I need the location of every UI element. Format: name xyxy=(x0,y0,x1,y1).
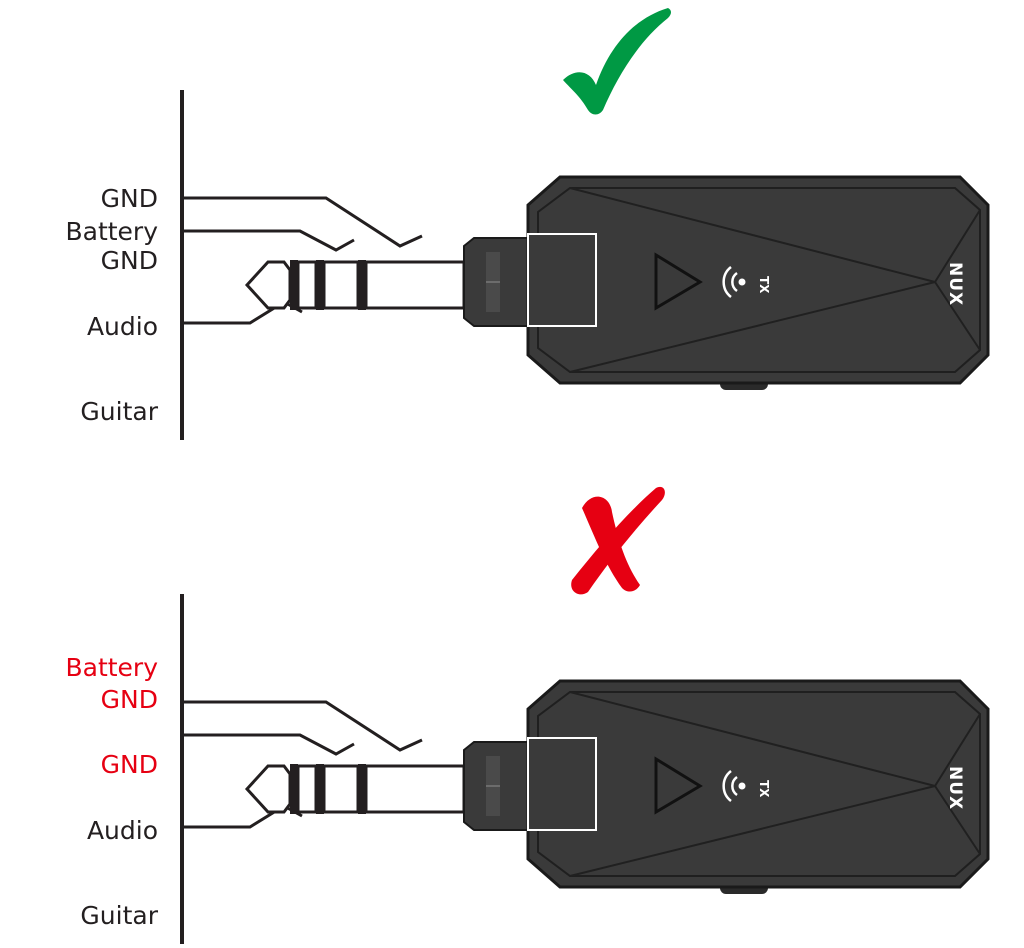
wireless-signal-icon xyxy=(722,770,746,802)
label-battery-gnd: GND xyxy=(101,685,158,714)
label-audio: Audio xyxy=(87,816,158,845)
label-guitar: Guitar xyxy=(80,901,158,930)
jack-plug-wiring xyxy=(180,88,466,442)
jack-plug-wiring-incorrect xyxy=(180,592,466,946)
incorrect-wiring-panel: TX NUX Battery GND GND Audio Guitar xyxy=(65,486,990,946)
transmitter-device xyxy=(462,175,990,392)
nux-logo: NUX xyxy=(945,262,965,306)
wireless-signal-icon xyxy=(722,266,746,298)
label-gnd: GND xyxy=(101,750,158,779)
nux-logo: NUX xyxy=(945,766,965,810)
cross-icon xyxy=(571,486,665,595)
checkmark-icon xyxy=(563,8,671,115)
tx-label: TX xyxy=(757,276,771,294)
transmitter-device-incorrect xyxy=(462,679,990,896)
label-audio: Audio xyxy=(87,312,158,341)
label-battery-gnd: GND xyxy=(101,246,158,275)
label-battery: Battery xyxy=(65,217,158,246)
correct-wiring-panel: TX NUX GND Battery GND Audio Guitar xyxy=(65,8,990,442)
tx-label: TX xyxy=(757,780,771,798)
label-gnd: GND xyxy=(101,184,158,213)
label-battery: Battery xyxy=(65,653,158,682)
label-guitar: Guitar xyxy=(80,397,158,426)
